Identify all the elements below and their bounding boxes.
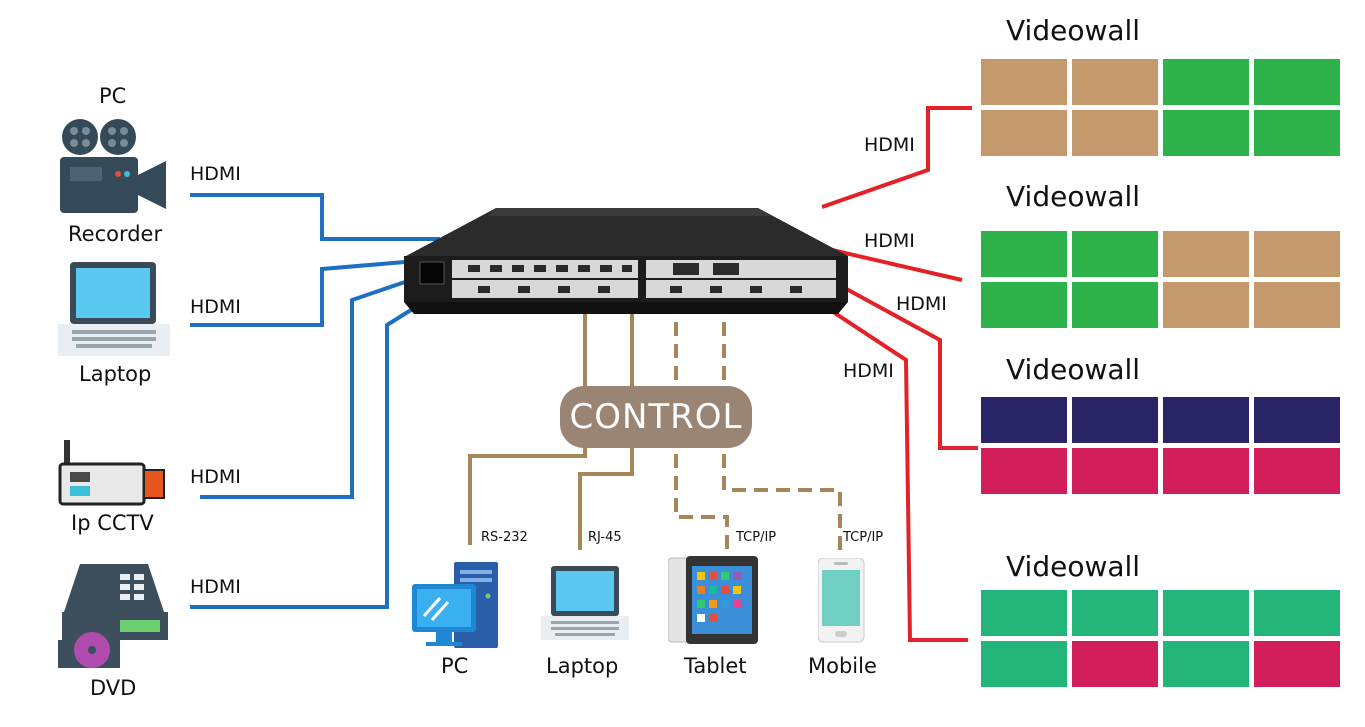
- videowall-screen: [1163, 110, 1249, 156]
- videowall-title-2: Videowall: [1006, 180, 1141, 213]
- videowall-title-1: Videowall: [1006, 14, 1141, 47]
- hdmi-label-cctv: HDMI: [190, 466, 241, 488]
- control-link-rs232: RS-232: [481, 530, 528, 545]
- videowall-screen: [1072, 448, 1158, 494]
- videowall-screen: [1254, 590, 1340, 636]
- control-device-label-pc: PC: [441, 654, 469, 678]
- input-line-recorder: [190, 193, 440, 241]
- mobile-phone-icon: [818, 558, 865, 643]
- videowall-screen: [1163, 641, 1249, 687]
- videowall-title-4: Videowall: [1006, 550, 1141, 583]
- videowall-screen: [1072, 397, 1158, 443]
- videowall-screen: [1254, 641, 1340, 687]
- control-link-tcpip-mobile: TCP/IP: [843, 530, 884, 545]
- hdmi-label-recorder: HDMI: [190, 163, 241, 185]
- videowall-screen: [981, 282, 1067, 328]
- control-device-label-laptop: Laptop: [546, 654, 619, 678]
- videowall-screen: [1163, 448, 1249, 494]
- videowall-screen: [981, 590, 1067, 636]
- laptop-icon: [58, 262, 170, 356]
- control-link-rj45: RJ-45: [588, 530, 622, 545]
- videowall-screen: [1254, 282, 1340, 328]
- videowall-screen: [1072, 59, 1158, 105]
- videowall-screen: [1163, 282, 1249, 328]
- output-line-wall-1: [821, 106, 972, 209]
- videowall-screen: [1254, 397, 1340, 443]
- input-device-label-recorder: Recorder: [68, 222, 163, 246]
- videowall-screen: [1072, 641, 1158, 687]
- videowall-screen: [981, 59, 1067, 105]
- hdmi-label-wall-3: HDMI: [896, 293, 947, 315]
- output-line-wall-2: [831, 248, 963, 282]
- dvd-player-icon: [58, 564, 168, 668]
- router-icon: [58, 440, 165, 506]
- input-line-laptop: [190, 260, 406, 327]
- videowall-screen: [1072, 110, 1158, 156]
- videowall-title-3: Videowall: [1006, 353, 1141, 386]
- videowall-screen: [1072, 231, 1158, 277]
- videowall-screen: [1254, 110, 1340, 156]
- tablet-icon: [668, 556, 758, 644]
- hdmi-label-wall-4: HDMI: [843, 360, 894, 382]
- output-line-wall-3: [829, 278, 978, 450]
- videowall-grid: [981, 231, 1340, 328]
- videowall-screen: [1254, 59, 1340, 105]
- videowall-screen: [981, 448, 1067, 494]
- hdmi-label-wall-1: HDMI: [864, 134, 915, 156]
- input-device-label-cctv: Ip CCTV: [71, 511, 154, 535]
- videowall-screen: [981, 231, 1067, 277]
- input-line-cctv: [200, 280, 406, 499]
- videowall-screen: [1072, 590, 1158, 636]
- videowall-screen: [1254, 448, 1340, 494]
- desktop-pc-icon: [412, 562, 498, 648]
- videowall-screen: [1254, 231, 1340, 277]
- videowall-grid: [981, 590, 1340, 687]
- video-matrix-switcher-icon: [404, 208, 848, 314]
- videowall-screen: [1163, 397, 1249, 443]
- videowall-grid: [981, 59, 1340, 156]
- hdmi-label-laptop: HDMI: [190, 296, 241, 318]
- input-device-top-label: PC: [99, 84, 127, 108]
- control-device-label-mobile: Mobile: [808, 654, 877, 678]
- videowall-screen: [1072, 282, 1158, 328]
- control-line-tcpip-tablet: [674, 300, 729, 555]
- input-line-dvd: [190, 296, 432, 609]
- videowall-screen: [1163, 59, 1249, 105]
- control-link-tcpip-tablet: TCP/IP: [736, 530, 777, 545]
- videowall-screen: [1163, 231, 1249, 277]
- input-device-label-dvd: DVD: [90, 676, 137, 700]
- control-device-label-tablet: Tablet: [684, 654, 747, 678]
- video-camera-icon: [60, 119, 166, 213]
- control-label: CONTROL: [560, 386, 752, 448]
- hdmi-label-wall-2: HDMI: [864, 230, 915, 252]
- control-line-rs232: [468, 300, 587, 545]
- control-laptop-icon: [541, 566, 629, 640]
- videowall-screen: [981, 110, 1067, 156]
- videowall-screen: [1163, 590, 1249, 636]
- input-device-label-laptop: Laptop: [79, 362, 152, 386]
- videowall-screen: [981, 641, 1067, 687]
- videowall-grid: [981, 397, 1340, 494]
- hdmi-label-dvd: HDMI: [190, 576, 241, 598]
- videowall-screen: [981, 397, 1067, 443]
- output-line-wall-4: [813, 298, 968, 642]
